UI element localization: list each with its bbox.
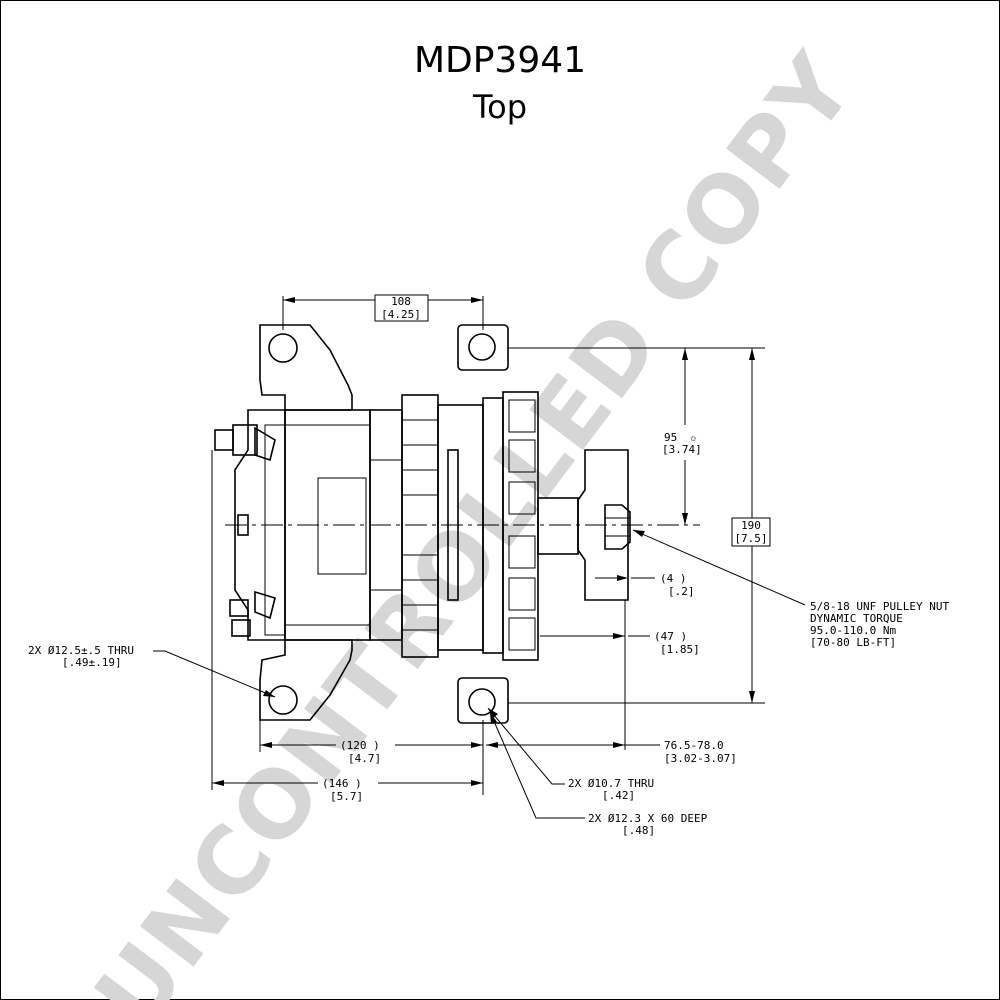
dim-190-mm: 190 <box>741 519 761 532</box>
watermark: UNCONTROLLED COPY <box>74 34 875 1000</box>
hole-deep-line-1: 2X Ø12.3 X 60 DEEP <box>588 812 708 825</box>
hole-thru-line-1: 2X Ø10.7 THRU <box>568 777 654 790</box>
dim-146: (146 ) [5.7] <box>211 450 483 803</box>
dim-95-in: [3.74] <box>662 443 702 456</box>
dim-108-in: [4.25] <box>381 308 421 321</box>
dim-47-in: [1.85] <box>660 643 700 656</box>
dim-190: 190 [7.5] <box>508 348 771 704</box>
dim-120-in: [4.7] <box>348 752 381 765</box>
pulley-nut-line-1: 5/8-18 UNF PULLEY NUT <box>810 600 949 613</box>
dim-4: (4 ) [.2] <box>595 560 695 598</box>
hole-thru-note: 2X Ø10.7 THRU [.42] <box>487 707 654 802</box>
hole-large-note: 2X Ø12.5±.5 THRU [.49±.19] <box>28 644 276 698</box>
hole-thru-line-2: [.42] <box>602 789 635 802</box>
pulley-nut-line-4: [70-80 LB-FT] <box>810 636 896 649</box>
view-subtitle: Top <box>473 88 527 126</box>
dim-47-mm: (47 ) <box>654 630 687 643</box>
dim-146-in: [5.7] <box>330 790 363 803</box>
drawing-title: MDP3941 <box>413 40 587 81</box>
hole-large-line-1: 2X Ø12.5±.5 THRU <box>28 644 134 657</box>
dim-146-mm: (146 ) <box>322 777 362 790</box>
dim-120-mm: (120 ) <box>340 739 380 752</box>
pulley-nut-note: 5/8-18 UNF PULLEY NUT DYNAMIC TORQUE 95.… <box>632 529 949 649</box>
pulley-nut-line-3: 95.0-110.0 Nm <box>810 624 896 637</box>
pulley-nut-line-2: DYNAMIC TORQUE <box>810 612 903 625</box>
dim-4-in: [.2] <box>668 585 695 598</box>
hole-deep-note: 2X Ø12.3 X 60 DEEP [.48] <box>489 711 708 837</box>
critical-dim-icon: ✩ <box>690 431 697 444</box>
dim-190-in: [7.5] <box>734 532 767 545</box>
dim-120: (120 ) [4.7] <box>259 720 484 795</box>
dim-47: (47 ) [1.85] <box>540 600 700 750</box>
dim-95-mm: 95 <box>664 431 677 444</box>
dim-76-5-mm: 76.5-78.0 <box>664 739 724 752</box>
hole-large-line-2: [.49±.19] <box>62 656 122 669</box>
hole-deep-line-2: [.48] <box>622 824 655 837</box>
dim-76-5-in: [3.02-3.07] <box>664 752 737 765</box>
dim-4-mm: (4 ) <box>660 572 687 585</box>
dim-76-5: 76.5-78.0 [3.02-3.07] <box>486 739 737 765</box>
dim-108: 108 [4.25] <box>282 294 484 330</box>
dim-108-mm: 108 <box>391 295 411 308</box>
dim-95: 95 ✩ [3.74] <box>508 347 765 525</box>
